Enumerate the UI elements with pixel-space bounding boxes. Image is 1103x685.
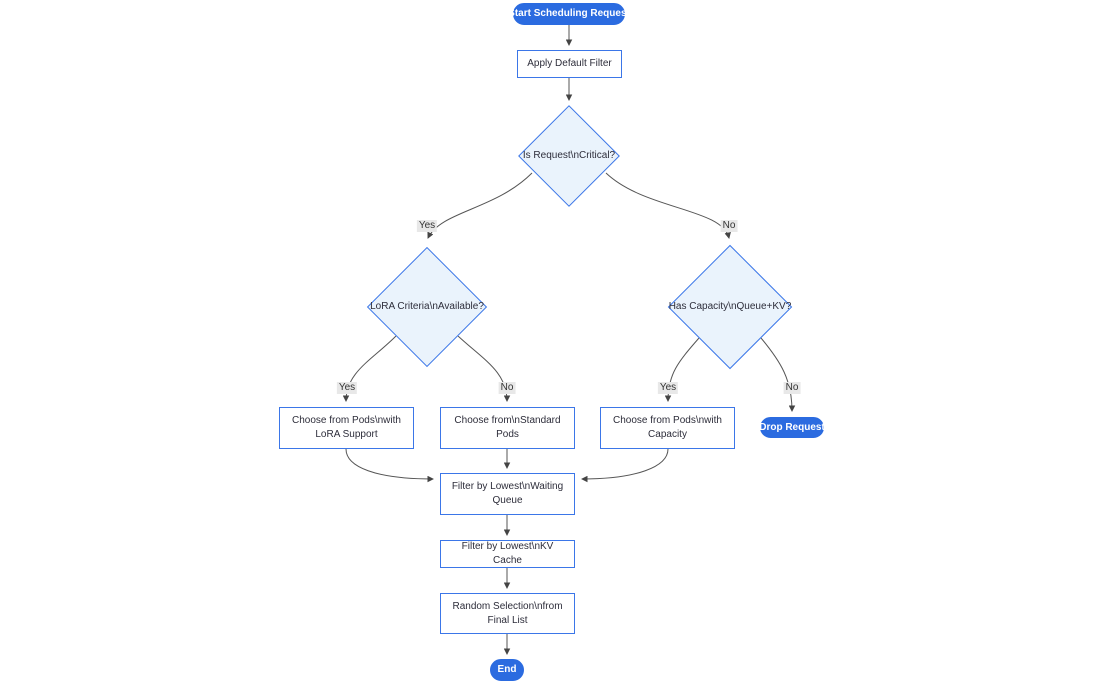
node-choose-pods-capacity: Choose from Pods\nwith Capacity	[600, 407, 735, 449]
edge-label-yes: Yes	[336, 382, 358, 394]
node-choose-pods-lora: Choose from Pods\nwith LoRA Support	[279, 407, 414, 449]
edge-podslora-to-queue	[345, 448, 434, 483]
node-start: Start Scheduling Request	[508, 3, 630, 25]
edge-capacity-no	[760, 337, 796, 412]
node-end-label: End	[497, 664, 517, 675]
node-filter-kv-cache: Filter by Lowest\nKV Cache	[440, 540, 575, 568]
node-filter-waiting-queue: Filter by Lowest\nWaiting Queue	[440, 473, 575, 515]
edge-label-no: No	[783, 382, 801, 394]
node-filter-kv-cache-label: Filter by Lowest\nKV Cache	[461, 541, 554, 566]
edge-critical-no	[605, 172, 731, 239]
edge-podscapacity-to-queue	[581, 448, 669, 483]
edge-label-yes: Yes	[416, 220, 438, 232]
node-drop-request: Drop Request	[759, 417, 825, 438]
node-apply-default-filter-label: Apply Default Filter	[527, 58, 612, 69]
node-choose-standard-pods-label: Choose from\nStandard Pods	[454, 415, 561, 440]
node-end: End	[490, 659, 524, 681]
node-random-selection-label: Random Selection\nfrom Final List	[452, 600, 563, 626]
edge-critical-yes	[427, 172, 533, 239]
node-is-request-critical-label: Is Request\nCritical?	[522, 150, 616, 161]
node-choose-pods-capacity-label: Choose from Pods\nwith Capacity	[613, 415, 722, 440]
node-lora-criteria-label: LoRA Criteria\nAvailable?	[370, 301, 484, 312]
node-choose-pods-lora-label: Choose from Pods\nwith LoRA Support	[292, 415, 401, 440]
node-lora-criteria: LoRA Criteria\nAvailable?	[366, 246, 488, 368]
node-start-label: Start Scheduling Request	[508, 8, 630, 19]
edge-label-no: No	[720, 220, 738, 232]
node-apply-default-filter: Apply Default Filter	[517, 50, 622, 78]
node-has-capacity: Has Capacity\nQueue+KV?	[667, 244, 793, 370]
node-random-selection: Random Selection\nfrom Final List	[440, 593, 575, 634]
node-filter-waiting-queue-label: Filter by Lowest\nWaiting Queue	[451, 481, 564, 506]
node-has-capacity-label: Has Capacity\nQueue+KV?	[668, 301, 792, 312]
node-choose-standard-pods: Choose from\nStandard Pods	[440, 407, 575, 449]
node-drop-request-label: Drop Request	[759, 421, 825, 433]
node-is-request-critical: Is Request\nCritical?	[518, 105, 620, 207]
edge-label-yes: Yes	[657, 382, 679, 394]
edge-label-no: No	[498, 382, 516, 394]
